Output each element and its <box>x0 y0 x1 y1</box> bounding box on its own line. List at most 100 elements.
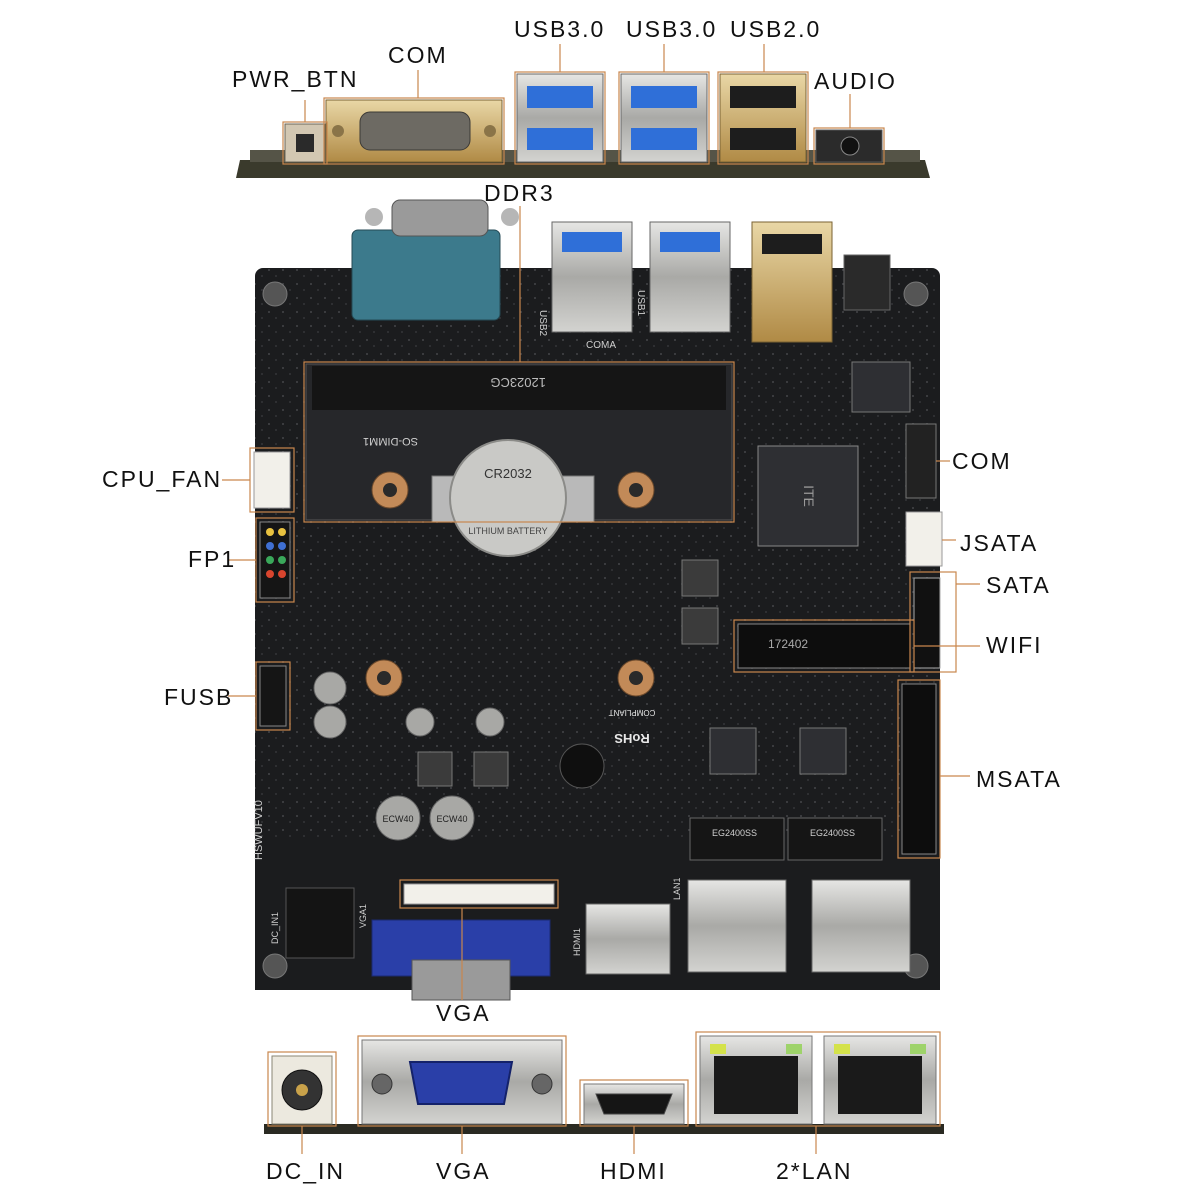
usb3-a-port1 <box>527 86 593 108</box>
vga-screw-right <box>531 1073 553 1095</box>
lan-port-b <box>838 1056 922 1114</box>
mount-hole <box>903 281 929 307</box>
usb2-board-port <box>762 234 822 254</box>
model-silk: HSWUFV10 <box>253 800 265 860</box>
so-dimm-silk: SO-DIMM1 <box>363 435 418 447</box>
lan-chip-label: EG2400SS <box>712 828 757 838</box>
usb2-port2 <box>730 128 796 150</box>
cap-label: ECW40 <box>382 814 413 824</box>
label-pwr-btn: PWR_BTN <box>232 66 359 92</box>
usb1-silk: USB1 <box>635 290 646 317</box>
cmos-battery <box>449 439 567 557</box>
com-port-board-shell <box>391 199 489 237</box>
label-cpu-fan: CPU_FAN <box>102 466 223 492</box>
usb2-silk: USB2 <box>537 310 548 337</box>
dc-in-board <box>285 887 355 959</box>
lan-b-led-right <box>910 1044 926 1054</box>
dimm-code: 12023CG <box>490 375 546 390</box>
com-top-box <box>323 97 505 165</box>
lan-board-a <box>687 879 787 973</box>
capacitor <box>313 705 347 739</box>
ddr3-slot-latch-row <box>312 366 726 410</box>
jsata-header <box>905 511 943 567</box>
label-jsata: JSATA <box>960 530 1039 556</box>
main-board: COMA USB2 USB1 12023CG SO-DIMM1 CR2032 L… <box>253 199 943 1001</box>
inductor <box>681 607 719 645</box>
usb3-b-port2 <box>631 128 697 150</box>
battery-type: LITHIUM BATTERY <box>468 526 547 536</box>
vga-screw-left <box>371 1073 393 1095</box>
lan-a-led-right <box>786 1044 802 1054</box>
msata-slot <box>901 683 937 855</box>
label-usb3-a: USB3.0 <box>514 16 606 42</box>
top-io-panel <box>236 73 930 178</box>
vga-board-shell <box>411 959 511 1001</box>
lan-chip-label: EG2400SS <box>810 828 855 838</box>
capacitor <box>475 707 505 737</box>
top-panel-base <box>236 160 930 178</box>
usb3-board-a-port <box>562 232 622 252</box>
cpu-fan-header <box>253 451 291 509</box>
board-standoff-hole <box>629 671 643 685</box>
sata-box <box>909 571 957 673</box>
buzzer <box>559 743 605 789</box>
label-com-top: COM <box>388 42 448 68</box>
lan-box <box>695 1031 941 1127</box>
mount-hole <box>262 953 288 979</box>
label-vga-bottom: VGA <box>436 1158 491 1184</box>
inductor <box>417 751 453 787</box>
coma-silk: COMA <box>586 340 616 351</box>
msata-box <box>897 679 941 859</box>
label-sata: SATA <box>986 572 1051 598</box>
label-vga-board: VGA <box>436 1000 491 1026</box>
lan-a-led-left <box>710 1044 726 1054</box>
inductor <box>681 559 719 597</box>
label-dc-in: DC_IN <box>266 1158 346 1184</box>
ddr3-box <box>303 361 735 523</box>
ite-chip <box>757 445 859 547</box>
com-board-screw <box>365 208 383 226</box>
lan-silk: LAN1 <box>672 877 682 900</box>
inductor <box>473 751 509 787</box>
lvds-header <box>403 883 555 905</box>
ddr3-standoff-hole <box>383 483 397 497</box>
mount-hole <box>262 281 288 307</box>
lan-phy-chip <box>709 727 757 775</box>
label-audio: AUDIO <box>814 68 897 94</box>
hdmi-silk: HDMI1 <box>572 928 582 956</box>
fusb-header <box>259 665 287 727</box>
usb3-board-b-port <box>660 232 720 252</box>
board-standoff-hole <box>377 671 391 685</box>
com-screw-right <box>484 125 496 137</box>
rohs-sub: COMPLIANT <box>609 708 656 717</box>
usb2-port1 <box>730 86 796 108</box>
wifi-slot <box>737 623 911 669</box>
label-fusb: FUSB <box>164 684 234 710</box>
label-com-right: COM <box>952 448 1012 474</box>
lan-phy-chip <box>799 727 847 775</box>
com-board-screw <box>501 208 519 226</box>
lan-transformer <box>689 817 785 861</box>
com-screw-left <box>332 125 344 137</box>
hdmi-board <box>585 903 671 975</box>
dc-in-pin <box>296 1084 308 1096</box>
capacitor <box>375 795 421 841</box>
label-usb3-b: USB3.0 <box>626 16 718 42</box>
pcb <box>255 268 940 880</box>
ddr3-standoff-hole <box>629 483 643 497</box>
battery-model: CR2032 <box>484 466 532 481</box>
ite-logo: ITE <box>801 485 817 507</box>
label-msata: MSATA <box>976 766 1062 792</box>
wifi-slot-code: 172402 <box>768 637 808 651</box>
com-port-board <box>351 229 501 321</box>
usb3-b-port1 <box>631 86 697 108</box>
label-fp1: FP1 <box>188 546 237 572</box>
vga-port <box>408 1061 514 1105</box>
capacitor <box>313 671 347 705</box>
com-port-top-shell <box>359 111 471 151</box>
label-usb2: USB2.0 <box>730 16 822 42</box>
capacitor <box>429 795 475 841</box>
label-wifi: WIFI <box>986 632 1043 658</box>
bottom-panel-base <box>264 1124 944 1134</box>
